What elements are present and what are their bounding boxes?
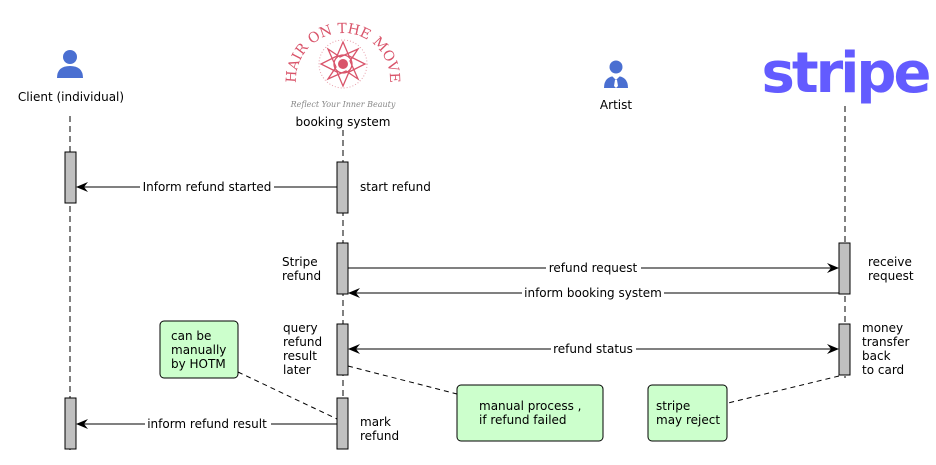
message-refund-request: refund request — [348, 260, 839, 276]
mandala-icon — [318, 39, 368, 89]
activation-mark-refund — [336, 397, 349, 450]
note-manual-process: manual process , if refund failed — [456, 384, 604, 442]
message-label: refund request — [549, 261, 638, 275]
note-link-manual — [347, 365, 458, 395]
participant-client: Client (individual) — [18, 50, 124, 104]
note-text: can be manually by HOTM — [171, 329, 230, 371]
activation-label-stripe-refund: Stripe refund — [282, 255, 321, 283]
stripe-logo: stripe — [762, 41, 930, 106]
message-label: inform booking system — [524, 286, 662, 300]
activation-label-money-transfer: money transfer back to card — [862, 321, 913, 377]
business-person-icon — [604, 60, 628, 88]
participant-artist: Artist — [600, 60, 632, 112]
message-inform-refund-result: inform refund result — [76, 416, 337, 432]
activation-stripe-refund — [336, 242, 349, 295]
activation-label-start-refund: start refund — [360, 180, 431, 194]
hair-on-the-move-logo: HAIR ON THE MOVE Reflect Your Inner Beau… — [284, 21, 402, 109]
activation-receive-request — [838, 242, 851, 295]
participant-booking-system: HAIR ON THE MOVE Reflect Your Inner Beau… — [284, 21, 402, 129]
message-label: refund status — [553, 342, 633, 356]
person-icon — [57, 50, 83, 78]
note-link-reject — [727, 375, 840, 404]
note-text: stripe may reject — [656, 399, 720, 427]
message-inform-refund-started: Inform refund started — [76, 179, 337, 195]
activation-label-query-refund: query refund result later — [283, 321, 326, 377]
participant-label-artist: Artist — [600, 98, 632, 112]
participant-stripe: stripe — [762, 41, 933, 106]
activation-query-refund — [336, 323, 349, 376]
message-inform-booking-system: inform booking system — [348, 285, 839, 301]
note-hotm: can be manually by HOTM — [159, 320, 239, 379]
activation-start-refund — [336, 161, 349, 214]
activation-client-2 — [64, 397, 77, 450]
message-label: inform refund result — [147, 417, 267, 431]
activation-label-receive-request: receive request — [868, 255, 916, 283]
activation-label-mark-refund: mark refund — [360, 415, 399, 443]
logo-text: HAIR ON THE MOVE — [284, 21, 402, 83]
participant-label-client: Client (individual) — [18, 90, 124, 104]
activation-money-transfer — [838, 323, 851, 376]
participant-label-booking: booking system — [295, 115, 390, 129]
note-text: manual process , if refund failed — [479, 399, 585, 427]
logo-tagline: Reflect Your Inner Beauty — [290, 100, 396, 109]
note-stripe-reject: stripe may reject — [647, 384, 728, 442]
note-link-hotm — [237, 371, 338, 420]
message-refund-status: refund status — [348, 341, 839, 357]
message-label: Inform refund started — [143, 180, 272, 194]
activation-client-1 — [64, 151, 77, 204]
